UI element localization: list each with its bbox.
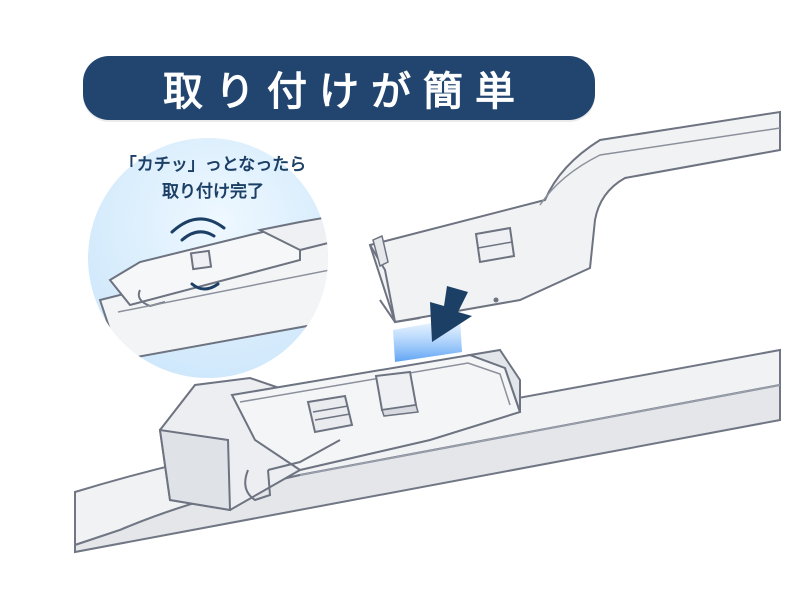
down-arrow-icon — [430, 286, 472, 342]
title-banner: 取り付けが簡単 — [83, 56, 595, 120]
click-sound-icon — [170, 217, 226, 291]
wiper-arm — [368, 110, 781, 324]
callout-line-1: 「カチッ」っとなったら — [119, 155, 307, 175]
callout-circle — [88, 138, 328, 378]
page-title: 取り付けが簡単 — [163, 69, 527, 115]
callout-line-2: 取り付け完了 — [162, 182, 264, 202]
adapter-mount — [158, 348, 522, 512]
callout-caption: 「カチッ」っとなったら 取り付け完了 — [108, 152, 318, 206]
